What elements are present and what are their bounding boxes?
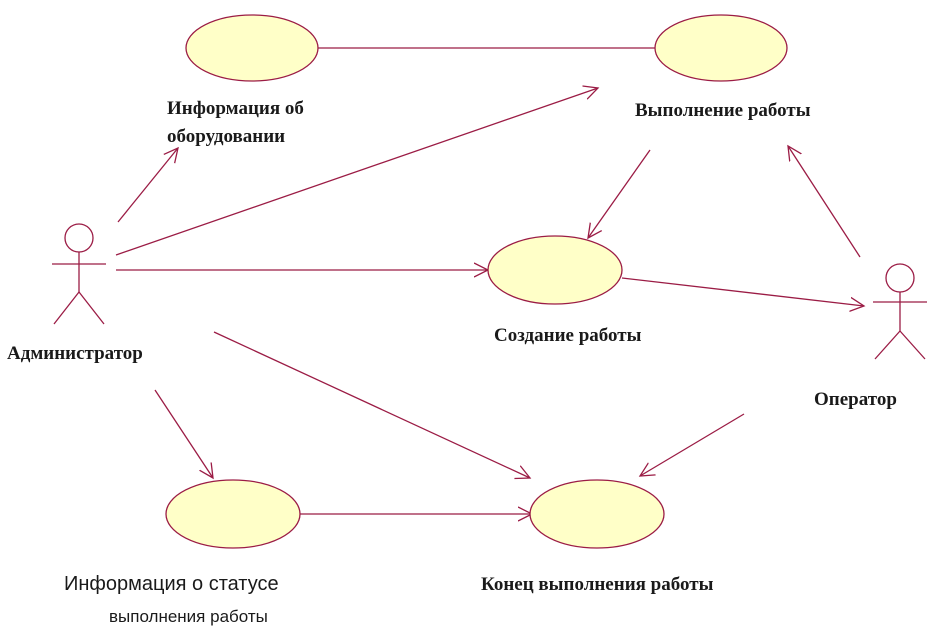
arrow-execution-to-creation <box>588 149 651 238</box>
label-equipment-info-line1: Информация об <box>167 98 304 119</box>
label-status-info-line1: Информация о статусе <box>64 573 279 595</box>
use-case-work-execution[interactable] <box>654 14 788 82</box>
label-actor-administrator: Администратор <box>7 343 143 364</box>
label-work-execution: Выполнение работы <box>635 100 811 121</box>
use-case-status-info[interactable] <box>165 479 301 549</box>
use-case-equipment-info[interactable] <box>185 14 319 82</box>
connections <box>115 47 864 514</box>
use-case-ellipses <box>165 14 788 549</box>
label-equipment-info-line2: оборудовании <box>167 126 285 147</box>
label-work-creation: Создание работы <box>494 325 642 346</box>
arrow-admin-to-end <box>213 331 530 478</box>
arrow-operator-to-end <box>640 413 745 476</box>
arrow-admin-to-status <box>154 389 213 478</box>
label-work-end: Конец выполнения работы <box>481 574 714 595</box>
actor-administrator-head <box>64 223 94 253</box>
arrow-operator-to-execution <box>788 146 861 258</box>
arrow-creation-to-operator <box>621 277 864 306</box>
actor-administrator[interactable] <box>52 223 106 325</box>
arrow-admin-to-execution <box>115 88 598 256</box>
actor-operator-head <box>885 263 915 293</box>
label-status-info-line2: выполнения работы <box>109 607 268 626</box>
use-case-work-end[interactable] <box>529 479 665 549</box>
use-case-work-creation[interactable] <box>487 235 623 305</box>
label-actor-operator: Оператор <box>814 389 897 410</box>
actor-operator[interactable] <box>873 263 927 360</box>
arrow-admin-to-equipment <box>117 148 178 223</box>
